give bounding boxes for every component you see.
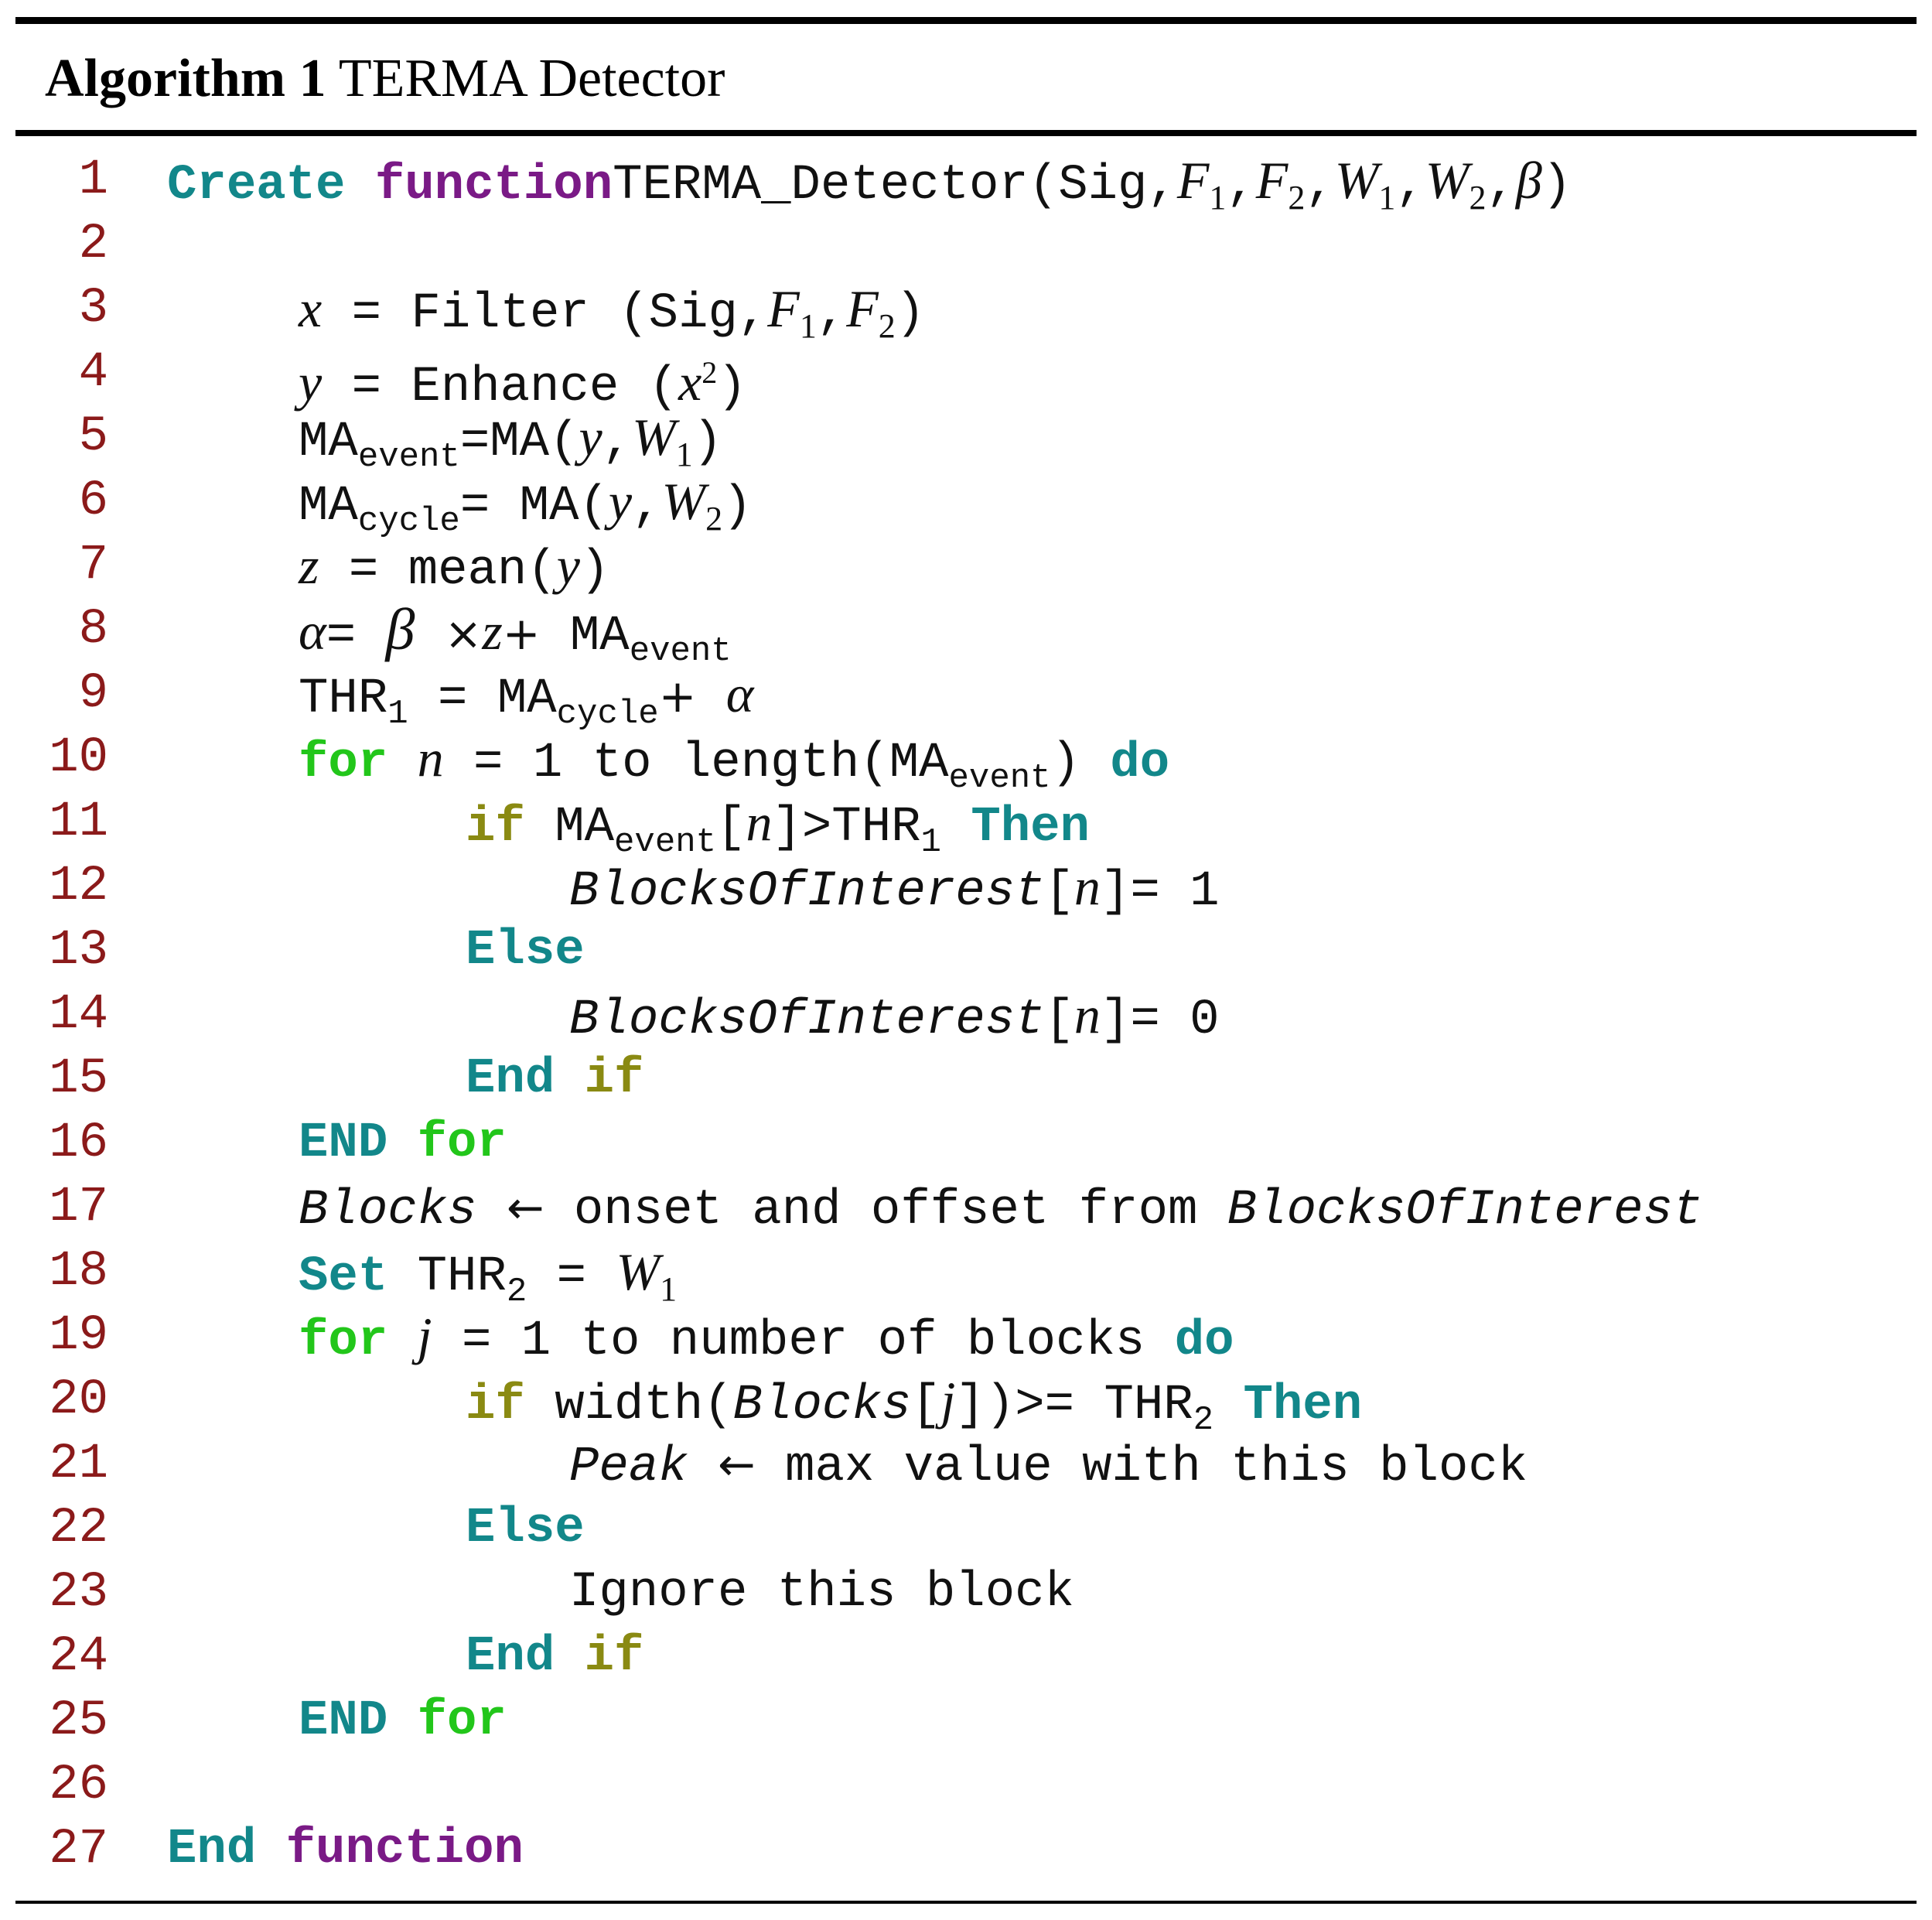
keyword-end: END — [299, 1115, 388, 1171]
keyword-end: End — [167, 1822, 257, 1877]
keyword-for: for — [417, 1693, 507, 1749]
line-number: 2 — [78, 217, 108, 272]
line-number: 10 — [49, 730, 108, 786]
keyword-if: if — [584, 1629, 644, 1685]
keyword-for: for — [417, 1115, 507, 1171]
keyword-end: End — [466, 1051, 555, 1107]
line-number: 14 — [49, 987, 108, 1043]
line-number: 17 — [49, 1180, 108, 1235]
keyword-if: if — [584, 1051, 644, 1107]
left-arrow-icon: ← — [718, 1438, 756, 1491]
keyword-else: Else — [466, 923, 585, 979]
line-number: 15 — [49, 1051, 108, 1107]
line-number: 26 — [49, 1758, 108, 1813]
keyword-set: Set — [299, 1249, 388, 1305]
algorithm-title: TERMA Detector — [338, 49, 725, 108]
param-f2: F2 — [1255, 151, 1306, 217]
line-number: 16 — [49, 1115, 108, 1171]
function-signature: TERMA_Detector(Sig, — [613, 158, 1177, 214]
line-number: 22 — [49, 1501, 108, 1556]
keyword-then: Then — [971, 800, 1090, 856]
line-number: 5 — [78, 409, 108, 465]
keyword-do: do — [1110, 736, 1170, 791]
bottom-rule — [15, 1901, 1917, 1904]
keyword-then: Then — [1243, 1378, 1363, 1433]
keyword-create: Create — [167, 158, 346, 214]
param-w1: W1 — [1334, 151, 1396, 217]
keyword-end: END — [299, 1693, 388, 1749]
line-number: 8 — [78, 602, 108, 658]
keyword-if: if — [466, 1378, 525, 1433]
line-number: 12 — [49, 859, 108, 914]
line-number: 9 — [78, 666, 108, 722]
param-f1: F1 — [1176, 151, 1227, 217]
line-number: 4 — [78, 345, 108, 401]
line-number: 19 — [49, 1308, 108, 1364]
param-beta: β — [1515, 151, 1542, 210]
line-number: 7 — [78, 538, 108, 593]
algorithm-caption: Algorithm 1 TERMA Detector — [45, 40, 725, 118]
line-number: 23 — [49, 1565, 108, 1621]
keyword-for: for — [299, 1314, 388, 1369]
enhance-call: Enhance — [411, 360, 620, 415]
keyword-for: for — [299, 736, 388, 791]
line-number: 25 — [49, 1693, 108, 1749]
keyword-function: function — [285, 1822, 524, 1877]
line-number: 6 — [78, 473, 108, 529]
keyword-if: if — [466, 800, 525, 856]
keyword-do: do — [1174, 1314, 1234, 1369]
line-number: 20 — [49, 1372, 108, 1428]
keyword-else: Else — [466, 1501, 585, 1556]
line-number: 27 — [49, 1822, 108, 1877]
keyword-end: End — [466, 1629, 555, 1685]
line-number: 13 — [49, 923, 108, 979]
line-number: 11 — [49, 794, 108, 850]
line-number: 1 — [78, 152, 108, 208]
filter-call: Filter — [411, 286, 589, 342]
caption-rule — [15, 130, 1917, 136]
line-number: 21 — [49, 1437, 108, 1492]
param-w2: W2 — [1425, 151, 1487, 217]
line-number: 24 — [49, 1629, 108, 1685]
line-number: 18 — [49, 1244, 108, 1300]
algorithm-label: Algorithm 1 — [45, 49, 326, 108]
left-arrow-icon: ← — [506, 1181, 544, 1234]
keyword-function: function — [374, 158, 613, 214]
top-rule — [15, 17, 1917, 24]
line-number: 3 — [78, 281, 108, 337]
